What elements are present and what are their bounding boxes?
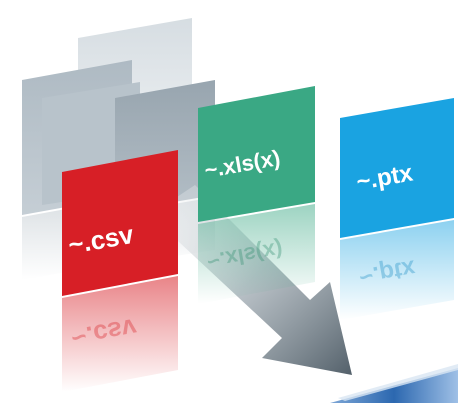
tile-xls: ~.xls(x) ~.xls(x) xyxy=(198,86,315,304)
tile-ptx: ~.ptx ~.ptx xyxy=(340,98,454,320)
device-edge-icon xyxy=(330,364,458,403)
tile-csv: ~.csv ~.csv xyxy=(62,150,178,392)
